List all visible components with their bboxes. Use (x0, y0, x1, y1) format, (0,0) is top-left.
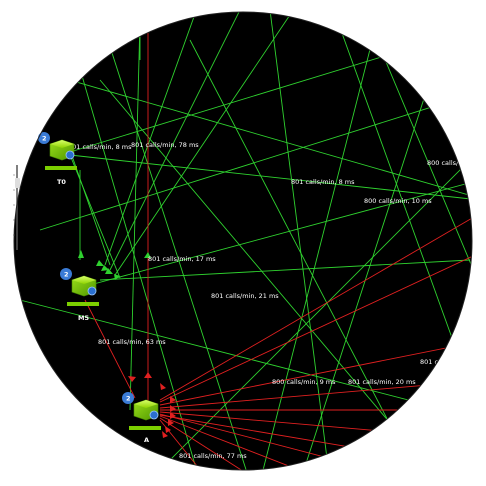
edge-line[interactable] (129, 19, 141, 411)
edge-label: 801 calls/min, 8 ms (291, 178, 355, 186)
edge-label: 801 calls/min, 63 ms (98, 338, 166, 346)
node-M5[interactable]: 2 M5 (60, 268, 99, 322)
instance-badge (60, 268, 72, 280)
instance-count: 2 (126, 395, 131, 403)
edge-line[interactable] (89, 179, 480, 286)
edge-line-error[interactable] (159, 249, 486, 403)
arrowheads-ok (78, 250, 151, 280)
edge-line-error[interactable] (159, 209, 486, 401)
edge-line[interactable] (69, 154, 480, 201)
edge-label: 801 calls/min (420, 358, 463, 366)
edge-label: 801 calls/min, 21 ms (211, 292, 279, 300)
edge-label: 801 calls/min, 8 ms (68, 143, 132, 151)
health-dot-icon (149, 410, 159, 420)
edge-line[interactable] (149, 149, 480, 480)
edge-label: 801 calls/min, 20 ms (348, 378, 416, 386)
node-T0[interactable]: 2 T0 (38, 132, 77, 186)
edge-line-error[interactable] (159, 417, 261, 482)
arrowheads-error (128, 372, 176, 438)
health-dot-icon (87, 286, 97, 296)
edge-line-error[interactable] (159, 413, 421, 482)
edge-line[interactable] (259, 10, 381, 482)
health-bar (45, 166, 77, 170)
edge-line[interactable] (109, 0, 246, 271)
node-label: T0 (57, 178, 66, 186)
instance-badge (38, 132, 50, 144)
edge-line[interactable] (69, 154, 121, 279)
edge-line[interactable] (189, 39, 421, 482)
instance-count: 2 (64, 271, 69, 279)
health-bar (67, 302, 99, 306)
edge-line-error[interactable] (159, 339, 486, 406)
edge-line[interactable] (329, 0, 461, 361)
map-background (14, 12, 472, 470)
edge-label: 800 calls/min, 9 ms (272, 378, 336, 386)
edge-line[interactable] (99, 259, 471, 281)
node-label: M5 (78, 314, 89, 322)
zoom-slider[interactable] (13, 165, 20, 250)
edge-line[interactable] (99, 79, 441, 482)
health-dot-icon (65, 150, 75, 160)
instance-count: 2 (42, 135, 47, 143)
node-label: A (144, 436, 149, 444)
instance-badge (122, 392, 134, 404)
edge-label: 801 calls/min, 17 ms (148, 255, 216, 263)
health-bar (129, 426, 161, 430)
zoom-slider-icon[interactable] (15, 178, 20, 188)
edge-line[interactable] (269, 10, 331, 482)
edge-line[interactable] (0, 59, 486, 201)
edge-line-error[interactable] (159, 415, 331, 482)
edge-label: 800 calls/min, 10 ms (364, 197, 432, 205)
map-frame (13, 11, 473, 471)
edge-line[interactable] (104, 0, 201, 266)
edge-line[interactable] (114, 0, 301, 276)
edge-label: 800 calls/min, 8 ms (427, 159, 486, 167)
edge-label: 801 calls/min, 77 ms (179, 452, 247, 460)
edge-line-error[interactable] (84, 299, 136, 399)
edge-line[interactable] (94, 0, 251, 482)
edge-label-group: 801 calls/min, 8 ms 801 calls/min, 78 ms… (68, 141, 486, 460)
edge-line[interactable] (39, 89, 486, 231)
node-A[interactable]: 2 A (122, 392, 161, 444)
edge-label: 801 calls/min, 78 ms (131, 141, 199, 149)
